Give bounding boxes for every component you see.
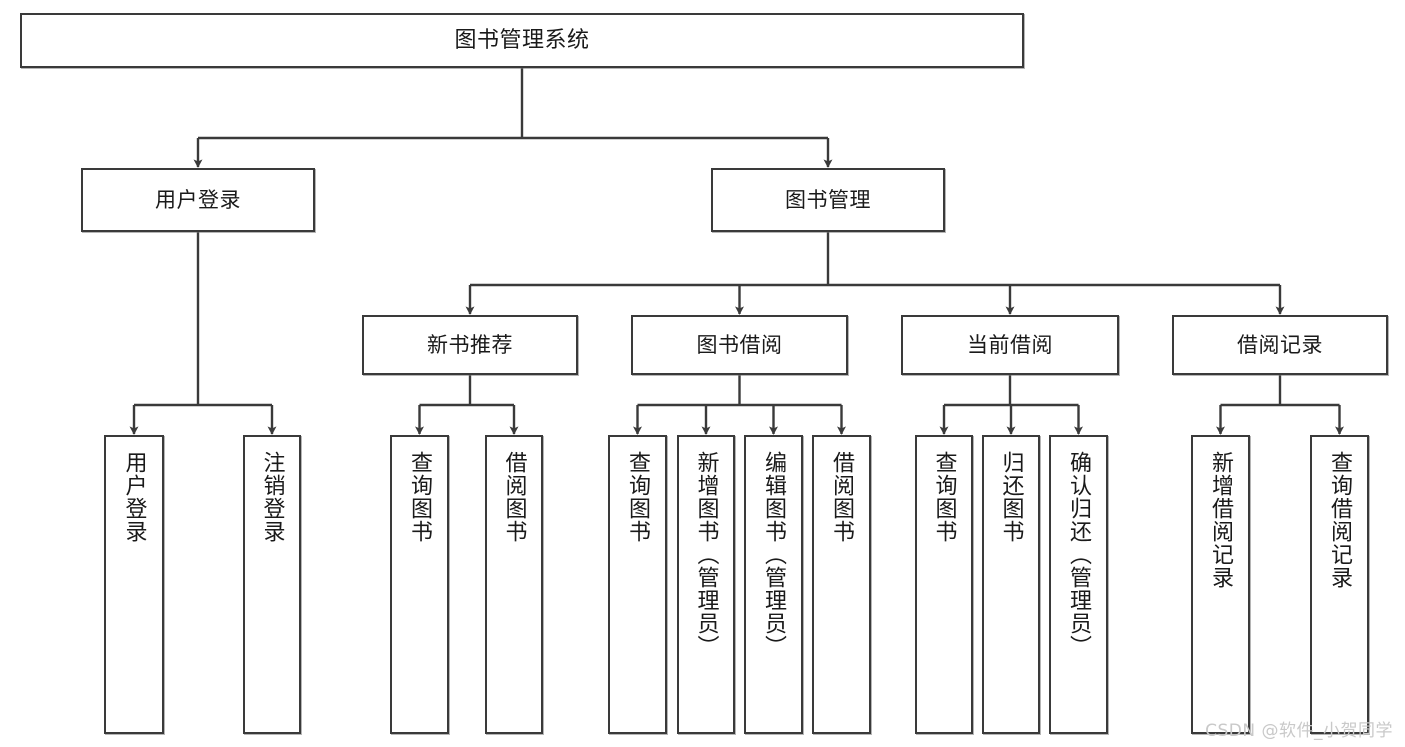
node-leaf-return-book[interactable]: 归还图书 bbox=[982, 435, 1040, 734]
node-leaf-edit-book[interactable]: 编辑图书（管理员） bbox=[744, 435, 803, 734]
node-root[interactable]: 图书管理系统 bbox=[20, 13, 1024, 68]
node-leaf-borrow-book[interactable]: 借阅图书 bbox=[812, 435, 871, 734]
node-leaf-query-book-rec[interactable]: 查询图书 bbox=[390, 435, 449, 734]
node-leaf-user-login-label: 用户登录 bbox=[121, 451, 147, 543]
node-leaf-return-book-label: 归还图书 bbox=[998, 451, 1024, 543]
node-leaf-logout[interactable]: 注销登录 bbox=[243, 435, 301, 734]
node-new-book-rec[interactable]: 新书推荐 bbox=[362, 315, 578, 375]
node-book-borrow[interactable]: 图书借阅 bbox=[631, 315, 848, 375]
watermark: CSDN @软件_小贺同学 bbox=[1205, 721, 1393, 741]
node-leaf-add-book[interactable]: 新增图书（管理员） bbox=[677, 435, 735, 734]
node-book-admin[interactable]: 图书管理 bbox=[711, 168, 945, 232]
node-book-admin-label: 图书管理 bbox=[785, 187, 871, 212]
node-leaf-edit-book-label: 编辑图书（管理员） bbox=[761, 451, 787, 658]
node-leaf-query-book[interactable]: 查询图书 bbox=[608, 435, 667, 734]
node-leaf-query-record[interactable]: 查询借阅记录 bbox=[1310, 435, 1369, 734]
node-leaf-add-record[interactable]: 新增借阅记录 bbox=[1191, 435, 1250, 734]
node-current-borrow-label: 当前借阅 bbox=[967, 332, 1053, 357]
node-leaf-confirm-return-label: 确认归还（管理员） bbox=[1066, 451, 1092, 658]
node-user-login-label: 用户登录 bbox=[155, 187, 241, 212]
node-leaf-query-book-rec-label: 查询图书 bbox=[407, 451, 433, 543]
node-leaf-query-book-cur-label: 查询图书 bbox=[931, 451, 957, 543]
node-leaf-borrow-book-label: 借阅图书 bbox=[829, 451, 855, 543]
node-leaf-confirm-return[interactable]: 确认归还（管理员） bbox=[1049, 435, 1108, 734]
node-leaf-user-login[interactable]: 用户登录 bbox=[104, 435, 164, 734]
node-leaf-add-record-label: 新增借阅记录 bbox=[1208, 451, 1234, 589]
node-borrow-record[interactable]: 借阅记录 bbox=[1172, 315, 1388, 375]
node-leaf-query-book-label: 查询图书 bbox=[625, 451, 651, 543]
node-leaf-query-book-cur[interactable]: 查询图书 bbox=[915, 435, 973, 734]
node-leaf-query-record-label: 查询借阅记录 bbox=[1327, 451, 1353, 589]
node-root-label: 图书管理系统 bbox=[454, 27, 590, 53]
node-leaf-add-book-label: 新增图书（管理员） bbox=[693, 451, 719, 658]
node-new-book-rec-label: 新书推荐 bbox=[427, 332, 513, 357]
node-leaf-borrow-book-rec[interactable]: 借阅图书 bbox=[485, 435, 543, 734]
node-current-borrow[interactable]: 当前借阅 bbox=[901, 315, 1119, 375]
node-book-borrow-label: 图书借阅 bbox=[696, 332, 783, 357]
node-leaf-logout-label: 注销登录 bbox=[259, 451, 285, 543]
node-user-login[interactable]: 用户登录 bbox=[81, 168, 315, 232]
node-borrow-record-label: 借阅记录 bbox=[1237, 332, 1323, 357]
node-leaf-borrow-book-rec-label: 借阅图书 bbox=[501, 451, 527, 543]
